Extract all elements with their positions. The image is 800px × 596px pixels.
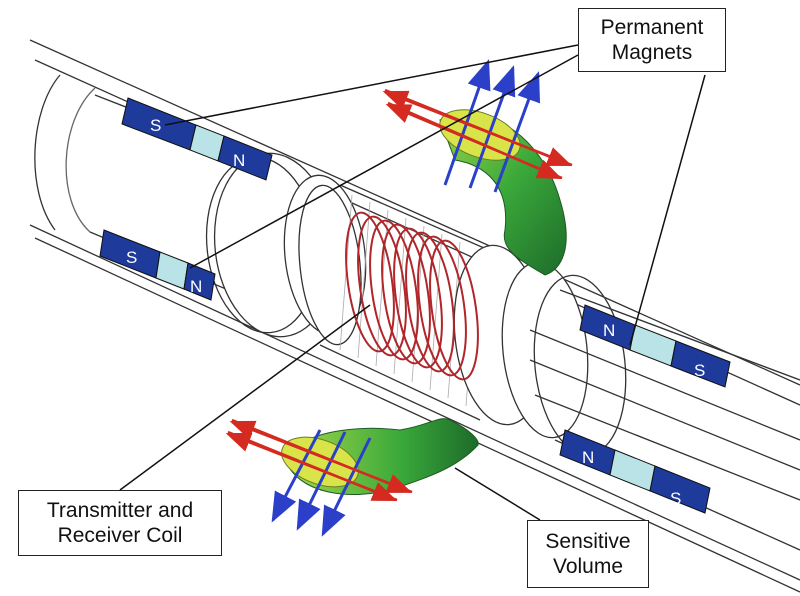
magnet-label: S [670, 489, 681, 508]
magnet-label: S [126, 248, 137, 267]
callout-line: Volume [552, 555, 624, 578]
leader-lines [119, 44, 706, 521]
magnet-upper-left: S N [121, 97, 273, 181]
magnet-label: N [582, 448, 594, 467]
magnet-label: S [150, 116, 161, 135]
tool-body [29, 39, 800, 593]
callout-line: Permanent [600, 16, 704, 39]
callout-permanent-magnets: Permanent Magnets [578, 8, 726, 72]
transmitter-receiver-coil [345, 211, 479, 381]
magnet-upper-right: N S [579, 304, 731, 388]
sensitive-volume-lower [225, 418, 479, 537]
magnet-label: N [603, 321, 615, 340]
callout-transmitter-receiver-coil: Transmitter and Receiver Coil [18, 490, 222, 556]
callout-line: Magnets [611, 41, 693, 64]
callout-sensitive-volume: Sensitive Volume [527, 520, 649, 588]
sensitive-volume-upper [382, 59, 573, 276]
magnet-label: N [190, 277, 202, 296]
magnet-lower-left: S N [99, 229, 216, 301]
magnet-lower-right: N S [559, 429, 711, 514]
callout-line: Sensitive [545, 530, 631, 553]
callout-line: Receiver Coil [57, 524, 183, 547]
callout-line: Transmitter and [46, 499, 194, 522]
magnet-label: S [694, 361, 705, 380]
magnet-label: N [233, 151, 245, 170]
